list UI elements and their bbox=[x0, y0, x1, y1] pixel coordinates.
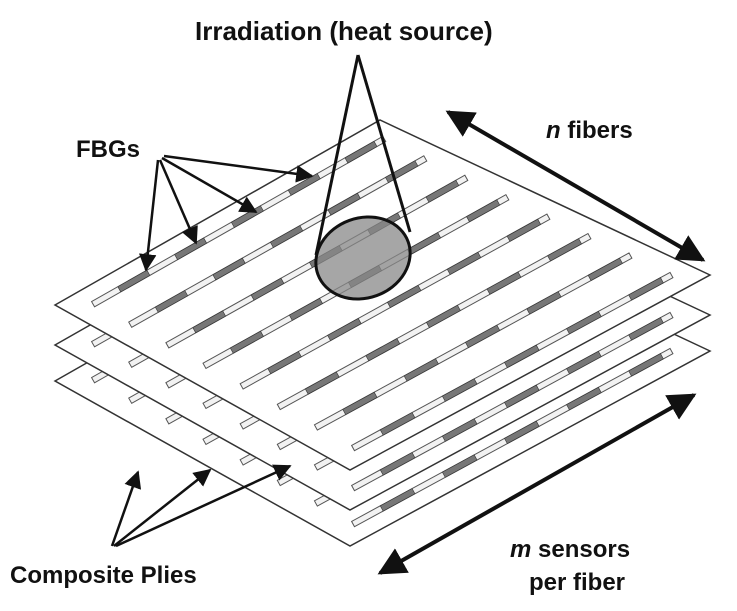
fbg-sensor bbox=[267, 351, 302, 375]
fbg-sensor bbox=[342, 391, 378, 416]
fbg-sensor bbox=[504, 344, 540, 369]
fbg-sensor bbox=[154, 290, 189, 313]
n-fibers-label: n fibers bbox=[546, 117, 633, 144]
fbg-sensor bbox=[566, 350, 602, 375]
fbg-sensor bbox=[365, 338, 401, 362]
fbg-sensor bbox=[628, 353, 664, 377]
fbg-sensor bbox=[192, 310, 227, 334]
fbg-pointers bbox=[139, 154, 314, 272]
fbg-sensor bbox=[212, 257, 246, 281]
heat-spot bbox=[314, 215, 412, 301]
fbg-sensor bbox=[327, 192, 361, 216]
fbg-sensor bbox=[566, 310, 602, 335]
fbg-sensor bbox=[344, 140, 378, 164]
fbg-sensor bbox=[486, 271, 522, 295]
fbg-sensor bbox=[465, 324, 501, 349]
fbg-sensor bbox=[304, 371, 340, 395]
composite-plies bbox=[53, 119, 712, 547]
fbg-sensor bbox=[426, 304, 461, 328]
composite-plies-label: Composite Plies bbox=[10, 562, 197, 589]
fbg-sensor bbox=[288, 297, 323, 321]
fbg-sensor bbox=[403, 358, 439, 382]
fbg-sensor bbox=[628, 317, 664, 341]
irradiation-cone bbox=[314, 54, 412, 301]
per-fiber-label: per fiber bbox=[529, 569, 625, 596]
fbg-sensor bbox=[174, 237, 208, 261]
fbg-sensor bbox=[229, 330, 264, 354]
fbgs-label: FBGs bbox=[76, 136, 140, 163]
ply-pointers bbox=[110, 464, 292, 548]
fbg-sensor bbox=[269, 225, 304, 248]
fbg-sensor bbox=[628, 277, 664, 301]
fbg-sensor bbox=[250, 277, 285, 301]
irradiation-label: Irradiation (heat source) bbox=[195, 16, 493, 46]
fbg-sensor bbox=[526, 291, 562, 315]
m-sensors-arrow bbox=[377, 393, 697, 575]
m-sensors-label: m sensors bbox=[510, 536, 630, 563]
fbg-sensor bbox=[327, 318, 362, 342]
fbg-sensor bbox=[387, 284, 422, 308]
n-fibers-arrow bbox=[445, 110, 706, 262]
